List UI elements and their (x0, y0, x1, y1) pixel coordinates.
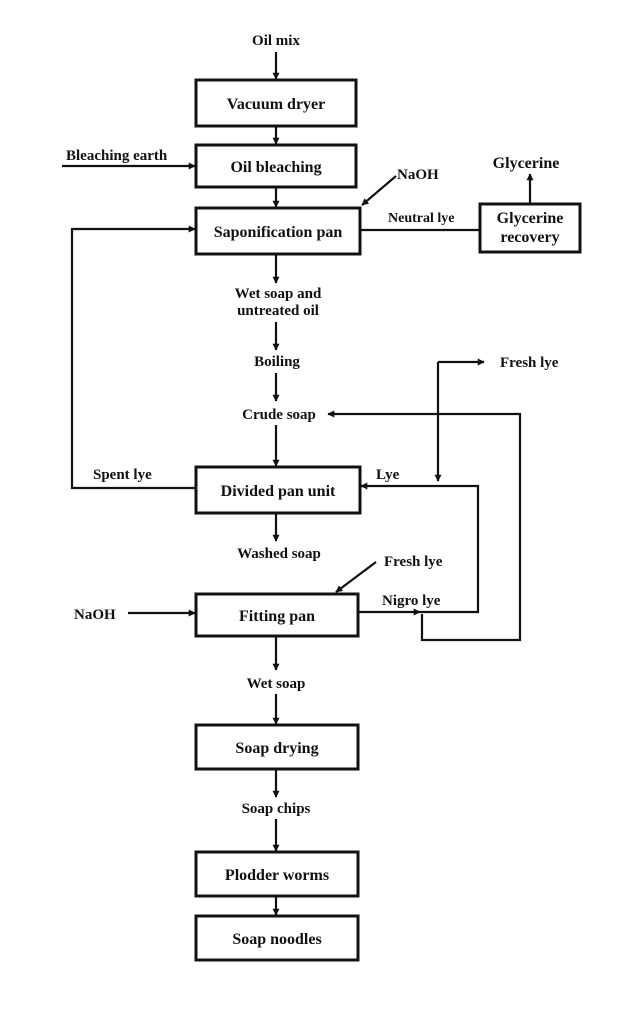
wet-soap-untreated-label-line2: untreated oil (237, 303, 319, 319)
wet-soap-label: Wet soap (247, 676, 306, 692)
glycerine-recovery-label-line1: Glycerine (497, 210, 564, 227)
arrow-nigro-lye-recycle-to-crude-soap (327, 410, 522, 642)
saponification-pan-label: Saponification pan (214, 224, 343, 241)
lye-label: Lye (376, 467, 400, 483)
arrow-fresh-lye-to-fitting-pan (335, 561, 377, 593)
arrow-nigro-lye-to-divided-pan (360, 482, 480, 614)
fitting-pan-label: Fitting pan (239, 608, 315, 625)
divided-pan-unit-box (194, 465, 362, 515)
plodder-worms-label: Plodder worms (225, 867, 329, 884)
naoh-fitting-label: NaOH (74, 607, 116, 623)
glycerine-recovery-box (478, 202, 582, 254)
naoh-saponification-label: NaOH (397, 167, 439, 183)
soap-chips-label: Soap chips (242, 801, 311, 817)
fresh-lye-top-label: Fresh lye (500, 355, 559, 371)
arrow-naoh-to-saponification (361, 175, 397, 206)
divided-pan-unit-label: Divided pan unit (221, 483, 336, 500)
neutral-lye-label: Neutral lye (388, 211, 454, 226)
soap-noodles-box (194, 914, 360, 962)
plodder-worms-box (194, 850, 360, 898)
vacuum-dryer-label: Vacuum dryer (227, 96, 326, 113)
saponification-pan-box (194, 206, 362, 256)
arrow-spent-lye-to-saponification (70, 225, 196, 490)
soap-noodles-label: Soap noodles (232, 931, 321, 948)
fresh-lye-fitting-label: Fresh lye (384, 554, 443, 570)
crude-soap-label: Crude soap (242, 407, 316, 423)
oil-bleaching-label: Oil bleaching (230, 159, 321, 176)
boiling-label: Boiling (254, 354, 300, 370)
soap-drying-label: Soap drying (235, 740, 318, 757)
nigro-lye-label: Nigro lye (382, 593, 441, 609)
spent-lye-label: Spent lye (93, 467, 152, 483)
bleaching-earth-label: Bleaching earth (66, 148, 168, 164)
washed-soap-label: Washed soap (237, 546, 321, 562)
wet-soap-untreated-label-line1: Wet soap and (235, 286, 322, 302)
oil-mix-label: Oil mix (252, 33, 300, 49)
glycerine-label: Glycerine (493, 155, 560, 172)
fitting-pan-box (194, 592, 360, 638)
glycerine-recovery-label-line2: recovery (500, 229, 559, 246)
